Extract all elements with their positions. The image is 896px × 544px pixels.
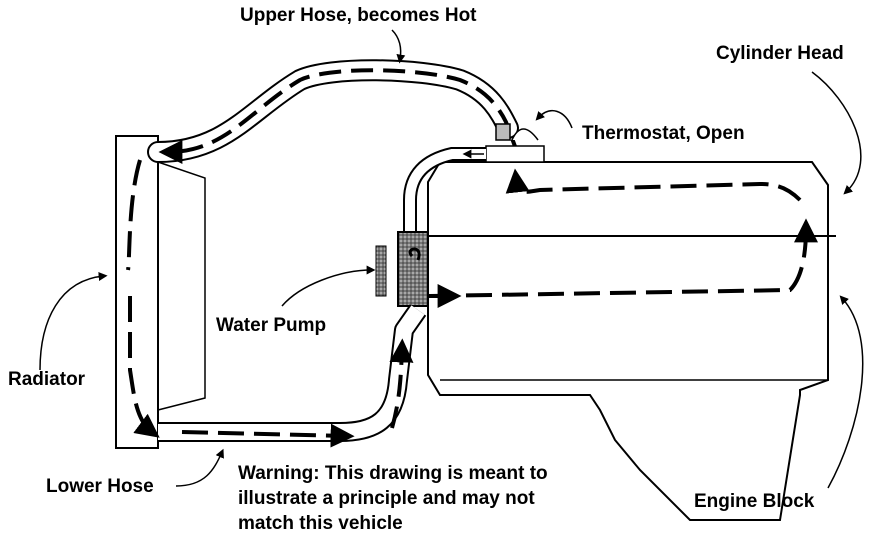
upper-hose-flow-arrow (158, 68, 522, 164)
lower-hose-label: Lower Hose (46, 476, 154, 497)
water-pump-body (397, 231, 429, 307)
warning-line-2: illustrate a principle and may not (238, 488, 535, 509)
lower-hose-flow-arrow (181, 423, 355, 448)
cylinder-head-label: Cylinder Head (716, 43, 844, 64)
cylinder-head-leader (811, 71, 862, 195)
radiator (115, 135, 159, 449)
thermostat-valve (495, 123, 511, 141)
thermostat-housing (485, 145, 545, 163)
upper-hose-label: Upper Hose, becomes Hot (240, 5, 477, 26)
water-pump-label: Water Pump (216, 315, 327, 336)
head-flow-arrow (505, 168, 802, 202)
thermostat-dome (511, 128, 539, 141)
radiator-shroud (157, 161, 206, 411)
water-pump-pulley (375, 245, 387, 297)
engine-block (427, 235, 829, 521)
block-flow-arrow (429, 218, 818, 298)
lower-hose-leader (175, 448, 224, 487)
thermostat-label: Thermostat, Open (582, 123, 745, 144)
engine-block-label: Engine Block (694, 491, 815, 512)
lower-hose-upflow-arrow (389, 338, 414, 429)
upper-hose-leader (391, 29, 406, 64)
radiator-flow-arrow (126, 159, 152, 432)
warning-note: Warning: This drawing is meant to illust… (238, 461, 548, 536)
engine-block-leader (827, 295, 864, 489)
radiator-label: Radiator (8, 369, 86, 390)
warning-line-1: Warning: This drawing is meant to (238, 463, 548, 484)
radiator-leader (39, 272, 108, 371)
warning-line-3: match this vehicle (238, 513, 403, 534)
water-pump-flow (408, 247, 421, 261)
cylinder-head (427, 161, 829, 237)
thermostat-leader (535, 109, 573, 129)
water-pump-leader (281, 265, 376, 307)
